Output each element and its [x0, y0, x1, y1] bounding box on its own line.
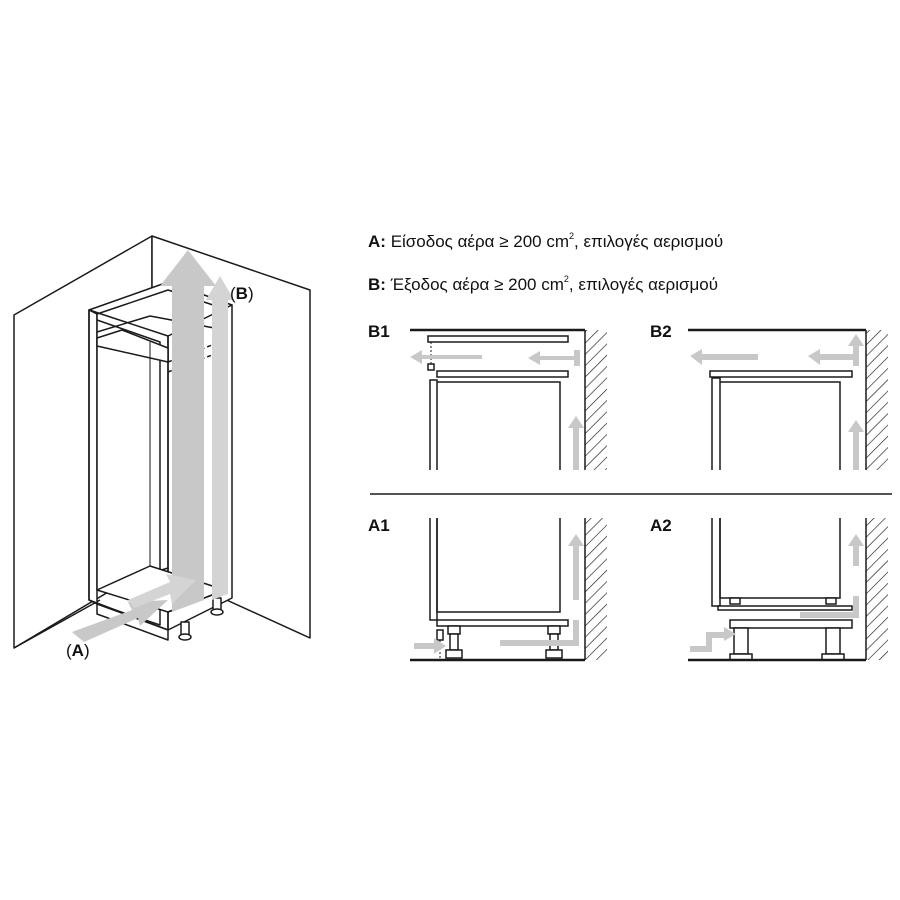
lower-panel — [436, 370, 569, 378]
plinth-box — [729, 619, 853, 629]
base-panel — [436, 619, 569, 627]
cabinet-label-a: (A) — [66, 641, 90, 661]
a1-airflow — [414, 534, 584, 654]
appliance-body — [429, 518, 438, 621]
panel-b2 — [688, 328, 888, 470]
b2-airflow — [690, 334, 864, 470]
top-panel — [427, 335, 569, 343]
paren-open: ( — [66, 641, 72, 660]
appliance-body — [711, 518, 721, 607]
panel-label-b1: B1 — [368, 322, 390, 341]
label-key: A — [71, 641, 84, 660]
legend-a: A: Είσοδος αέρα ≥ 200 cm2, επιλογές αερι… — [368, 231, 724, 252]
paren-close: ) — [247, 284, 254, 303]
paren-open: ( — [230, 284, 236, 303]
panel-b1 — [410, 328, 607, 470]
legend-a-sup: 2 — [569, 231, 575, 242]
paren-close: ) — [83, 641, 90, 660]
cabinet-label-b: (B) — [230, 284, 254, 304]
cabinet-airflow — [72, 250, 234, 642]
legend-b-key: B: — [368, 275, 386, 294]
airflow-up-arrow — [160, 250, 216, 612]
wall-hatch — [866, 330, 888, 470]
panel-label-a2: A2 — [650, 516, 672, 535]
label-key: B — [235, 284, 248, 303]
floor-line — [13, 599, 101, 649]
top-panel — [709, 370, 853, 378]
panel-label-b2: B2 — [650, 322, 672, 341]
legend-b: B: Έξοδος αέρα ≥ 200 cm2, επιλογές αερισ… — [368, 274, 719, 295]
legend-b-text: Έξοδος αέρα ≥ 200 cm — [390, 275, 564, 294]
wall-hatch — [585, 330, 607, 470]
a2-airflow — [690, 534, 864, 652]
panel-a2 — [688, 518, 888, 662]
legend-a-text-after: , επιλογές αερισμού — [574, 232, 724, 251]
cabinet-side-left — [88, 309, 98, 605]
wall-hatch — [866, 518, 888, 660]
b1-airflow — [410, 350, 584, 470]
appliance-body — [429, 379, 438, 470]
wall-hatch — [585, 518, 607, 660]
panel-label-a1: A1 — [368, 516, 390, 535]
legend-a-key: A: — [368, 232, 386, 251]
legend-b-sup: 2 — [563, 274, 569, 285]
legend-a-text: Είσοδος αέρα ≥ 200 cm — [390, 232, 570, 251]
airflow-in-arrow — [72, 600, 168, 642]
appliance-body — [711, 377, 721, 470]
base-panel — [717, 605, 853, 611]
legend-b-text-after: , επιλογές αερισμού — [568, 275, 719, 294]
